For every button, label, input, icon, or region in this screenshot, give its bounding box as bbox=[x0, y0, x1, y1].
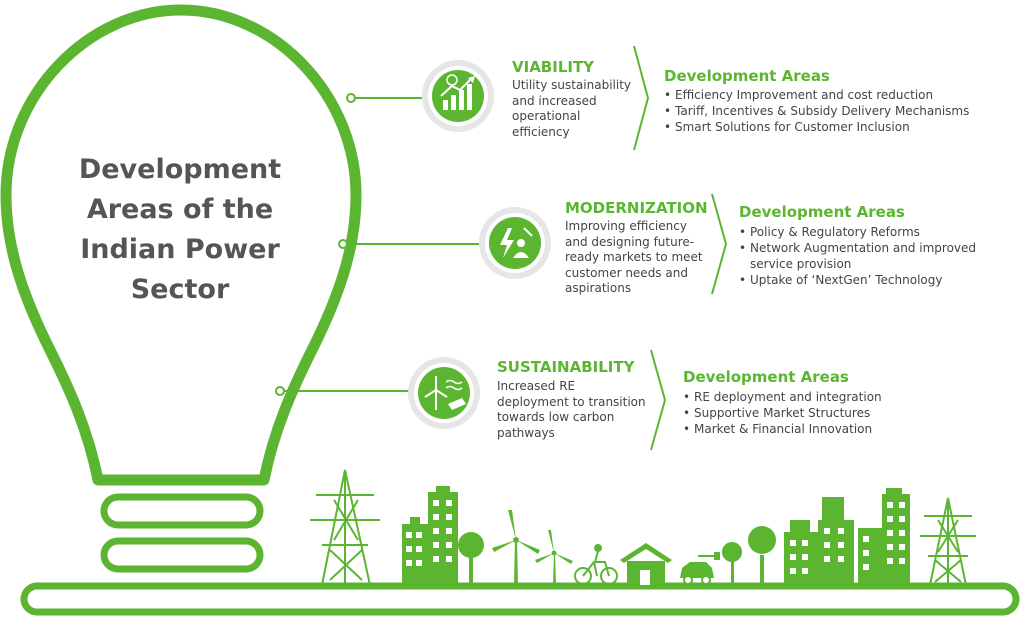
cityscape bbox=[310, 469, 976, 586]
list-item: Network Augmentation and improved servic… bbox=[739, 240, 989, 272]
building-icon bbox=[784, 532, 818, 585]
house-icon bbox=[620, 543, 672, 585]
wind-turbine-icon bbox=[535, 530, 573, 585]
growth-chart-icon bbox=[422, 60, 494, 132]
tree-icon bbox=[760, 555, 764, 585]
connector-dots bbox=[275, 93, 356, 396]
section-description-sustainability: Increased RE deployment to transition to… bbox=[497, 379, 646, 440]
chevrons bbox=[633, 45, 728, 451]
ground-bar bbox=[20, 582, 1020, 616]
tree-icon bbox=[731, 560, 734, 585]
lightbulb-outline bbox=[0, 4, 362, 486]
list-item: Tariff, Incentives & Subsidy Delivery Me… bbox=[664, 103, 994, 119]
building-icon bbox=[402, 524, 428, 585]
building-icon bbox=[818, 520, 854, 585]
list-item: Policy & Regulatory Reforms bbox=[739, 224, 989, 240]
electric-car-icon bbox=[680, 552, 720, 585]
section-title-sustainability: SUSTAINABILITY bbox=[497, 358, 635, 376]
wind-solar-icon bbox=[408, 357, 480, 429]
bicycle-icon bbox=[574, 544, 618, 585]
transmission-tower-icon bbox=[310, 469, 380, 586]
bulb-base-ring-bottom bbox=[100, 537, 264, 573]
section-title-modernization: MODERNIZATION bbox=[565, 199, 708, 217]
transmission-tower-icon bbox=[920, 497, 976, 586]
tree-icon bbox=[469, 555, 473, 585]
building-icon bbox=[428, 492, 458, 585]
list-item: Smart Solutions for Customer Inclusion bbox=[664, 119, 994, 135]
section-description-modernization: Improving efficiency and designing futur… bbox=[565, 219, 703, 295]
development-areas-list-sustainability: RE deployment and integration Supportive… bbox=[683, 389, 963, 437]
list-item: Efficiency Improvement and cost reductio… bbox=[664, 87, 994, 103]
list-item: RE deployment and integration bbox=[683, 389, 963, 405]
section-description-viability: Utility sustainability and increased ope… bbox=[512, 78, 631, 139]
building-icon bbox=[882, 494, 910, 585]
section-title-viability: VIABILITY bbox=[512, 58, 595, 76]
page-title: Development Areas of the Indian Power Se… bbox=[78, 154, 282, 305]
list-item: Supportive Market Structures bbox=[683, 405, 963, 421]
power-customer-icon bbox=[479, 207, 551, 279]
development-areas-heading-viability: Development Areas bbox=[664, 67, 830, 85]
development-areas-list-modernization: Policy & Regulatory Reforms Network Augm… bbox=[739, 224, 989, 288]
connectors bbox=[280, 97, 479, 392]
bulb-base-ring-top bbox=[100, 493, 264, 529]
development-areas-list-viability: Efficiency Improvement and cost reductio… bbox=[664, 87, 994, 135]
list-item: Market & Financial Innovation bbox=[683, 421, 963, 437]
wind-turbine-icon bbox=[492, 510, 540, 585]
development-areas-heading-sustainability: Development Areas bbox=[683, 368, 849, 386]
development-areas-heading-modernization: Development Areas bbox=[739, 203, 905, 221]
list-item: Uptake of ‘NextGen’ Technology bbox=[739, 272, 989, 288]
building-icon bbox=[858, 528, 882, 585]
